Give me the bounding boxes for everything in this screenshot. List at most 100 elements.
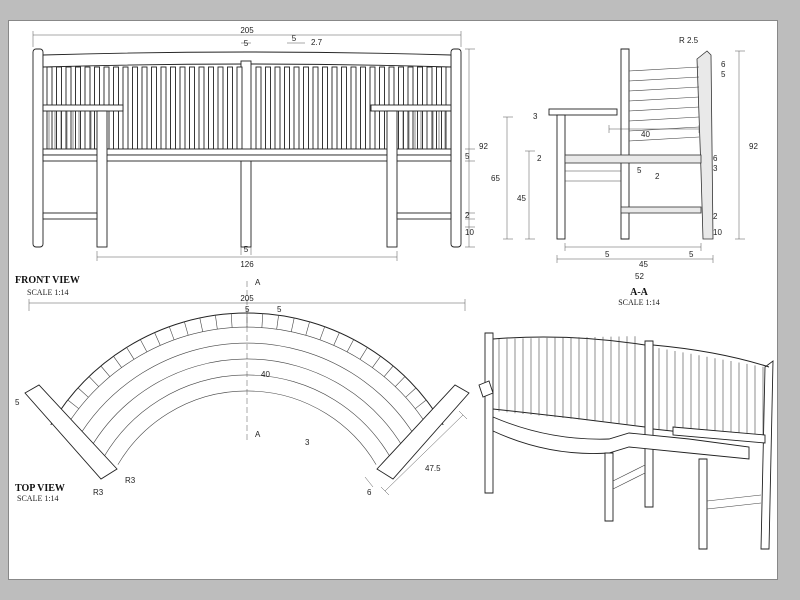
top-back-slat [415,399,427,409]
front-back-slat [293,66,300,150]
persp-front-leg-right [698,458,708,550]
dim-top-depth: 40 [261,370,270,379]
dim-section-leg-left: 5 [605,250,610,259]
drawing-sheet: 205 5 5 2.7 92 5 2 10 5 126 FRONT VIEW S… [8,20,778,580]
top-back-slat [88,376,100,387]
top-back-slat [394,376,406,387]
persp-front-leg-left [604,452,614,522]
front-left-arm-slats [48,111,92,149]
dim-front-overall: 205 [240,26,254,35]
dim-section-seat-height: 65 [491,174,500,183]
section-arm [548,108,618,116]
dim-top-radius-right: R3 [125,476,136,485]
front-back-slat [141,66,148,150]
dim-front-span: 126 [240,260,254,269]
front-right-arm-post [386,110,398,248]
top-back-slat [333,332,340,346]
dim-section-seat-rail: 2 [537,154,542,163]
dim-section-top-rail: 6 [721,60,726,69]
dim-front-arm-drop: 5 [465,152,470,161]
front-right-arm-slats [402,111,446,149]
dim-section-foot: 10 [713,228,722,237]
persp-stretcher [612,464,646,490]
persp-right-stretcher [706,494,762,510]
dim-section-arm-rail: 3 [713,164,718,173]
section-rear-leg [620,48,630,240]
front-back-slat [341,66,347,150]
front-back-slat [198,66,205,150]
top-view-title: TOP VIEW [15,483,65,494]
dim-section-leg-height: 45 [517,194,526,203]
top-back-slat [346,339,354,353]
top-view-back-slats [58,313,436,421]
dim-front-height: 92 [479,142,488,151]
front-back-slat [217,66,224,150]
front-back-slat [312,66,319,150]
dim-section-seat-slat-gap: 2 [655,172,660,181]
perspective-view [478,332,774,550]
front-back-slat [122,66,129,150]
section-back-slats [628,66,700,142]
front-back-slat [179,66,186,150]
front-back-slat [151,66,157,150]
dim-top-post: 5 [245,305,250,314]
dim-section-seat-slat: 5 [637,166,642,175]
dim-top-arm-width: 6 [367,488,372,497]
front-view-scale: SCALE 1:14 [27,288,69,297]
top-back-slat [359,347,368,360]
top-back-slat [154,332,161,346]
front-back-slat [189,66,195,150]
front-seat-front [42,154,452,162]
top-back-slat [230,313,233,328]
front-back-slat [208,66,214,150]
front-back-slat [331,66,338,150]
front-back-slat [274,66,281,150]
dim-front-leg: 5 [244,245,249,254]
dim-section-top-rail-gap: 5 [721,70,726,79]
front-back-slat [170,66,176,150]
top-view-arc [103,374,391,457]
persp-right-post [760,360,774,550]
top-right-arm [376,384,470,480]
front-back-slat [265,66,271,150]
front-back-slat [160,66,167,150]
dim-section-arm: 3 [533,112,538,121]
persp-left-arm [478,380,494,398]
top-back-slat [199,317,203,332]
front-back-slat [284,66,290,150]
front-view: 205 5 5 2.7 92 5 2 10 5 126 FRONT VIEW S… [15,26,488,297]
persp-seat [492,416,750,460]
front-dimension-lines [32,31,475,261]
top-back-slat [276,315,279,330]
front-back-slat [360,66,366,150]
top-back-slat [67,399,79,409]
top-back-slat [113,356,122,368]
dim-section-depth: 52 [635,272,644,281]
top-back-slat [184,321,189,336]
front-left-stretcher [42,212,98,220]
dim-section-back-depth: 40 [641,130,650,139]
dim-front-rail: 2 [465,211,470,220]
persp-left-post [484,332,494,494]
front-back-slat [303,66,309,150]
section-view-scale: SCALE 1:14 [618,298,660,307]
top-back-slat [319,326,325,340]
section-seat [564,154,702,164]
top-back-slat [126,347,135,360]
front-back-slat [227,66,233,150]
top-back-slat [169,326,175,340]
front-right-arm [370,104,452,112]
top-back-slat [215,315,218,330]
dim-section-leg-right: 5 [689,250,694,259]
front-left-post [32,48,44,248]
section-back-post [696,50,714,240]
top-dimension-lines [28,299,468,496]
top-back-slat [77,387,89,398]
persp-top-rail [492,336,770,368]
top-view-scale: SCALE 1:14 [17,494,59,503]
front-back-slat [255,66,262,150]
top-back-slat [383,365,394,377]
dim-front-post-top: 5 [244,39,249,48]
top-back-slat [405,387,417,398]
dim-top-radius-left: R3 [93,488,104,497]
